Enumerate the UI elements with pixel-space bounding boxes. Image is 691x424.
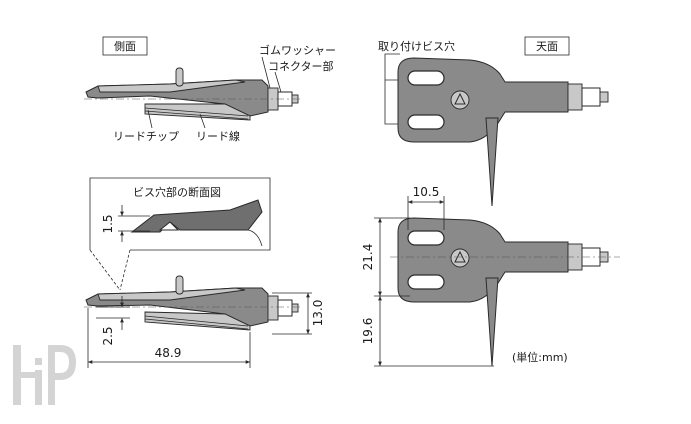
- side2-lead-2: [144, 318, 249, 330]
- dim-cartridge-offset: 2.5: [101, 326, 115, 345]
- dim-overall-length: 48.9: [155, 346, 182, 360]
- section-break: [247, 229, 263, 247]
- section-detail: ビス穴部の断面図 1.5: [89, 177, 271, 291]
- leader-connector: [274, 71, 282, 93]
- section-profile: [130, 199, 263, 233]
- leader-lead-wire: [199, 113, 206, 129]
- side-view-dimensioned: 13.0 2.5 48.9: [84, 275, 325, 368]
- top-connector-collar: [567, 83, 583, 111]
- headshell-side2-post: [175, 275, 184, 295]
- side-lead-wire-1: [144, 107, 249, 117]
- detail-pointer-left: [89, 249, 121, 291]
- top2-finger-lift: [485, 277, 499, 367]
- top-connector: [581, 87, 601, 107]
- side2-connector-pin: [291, 303, 299, 313]
- mount-hole-label: 取り付けビス穴: [378, 39, 455, 53]
- top2-mount-slot-2: [407, 274, 445, 290]
- dim-connector-height: 13.0: [311, 300, 325, 327]
- detail-pointer-right: [119, 249, 131, 291]
- side2-connector-collar: [267, 295, 279, 321]
- headshell-side-highlight: [97, 79, 246, 93]
- dim-screw-depth: 1.5: [101, 214, 115, 233]
- top-connector-pin: [599, 91, 609, 103]
- top-view-title-box: [524, 36, 570, 56]
- dim-head-width: 21.4: [361, 244, 375, 271]
- brand-logo-mark: [454, 92, 466, 105]
- lead-chip-label: リードチップ: [113, 130, 179, 143]
- top-mount-slot-2: [407, 114, 445, 130]
- side-view: 側面 ゴムワッシャー コネクター部 リードチップ リード線: [84, 36, 336, 143]
- top-view-title: 天面: [536, 40, 558, 53]
- section-detail-frame: [89, 177, 271, 251]
- connector-label: コネクター部: [268, 59, 334, 73]
- headshell-side-post: [175, 67, 184, 87]
- top-finger-lift: [485, 117, 499, 207]
- dim-finger-lift: 19.6: [361, 318, 375, 345]
- headshell-side2-highlight: [97, 287, 246, 301]
- side2-connector: [277, 299, 293, 317]
- top-view: 天面 取り付けビス穴: [378, 36, 609, 207]
- top2-mount-slot-1: [407, 230, 445, 246]
- leader-washer: [261, 56, 271, 89]
- hip-watermark-logo: [13, 345, 76, 405]
- dim-hole-spacing: 10.5: [413, 185, 440, 199]
- rubber-washer-label: ゴムワッシャー: [259, 43, 336, 57]
- side-lead-wire-2: [144, 110, 249, 120]
- side-view-title-box: [102, 36, 148, 56]
- side2-lead-1: [144, 315, 249, 327]
- side-view-title: 側面: [114, 40, 136, 53]
- section-hole: [158, 221, 180, 231]
- top-mount-slot-1: [407, 70, 445, 86]
- leader-lead-chip: [147, 109, 153, 129]
- section-detail-title: ビス穴部の断面図: [133, 185, 221, 199]
- top-view-dimensioned: 10.5 21.4 19.6 (単位:mm): [361, 185, 620, 367]
- lead-wire-label: リード線: [196, 129, 240, 143]
- unit-label: (単位:mm): [512, 350, 568, 364]
